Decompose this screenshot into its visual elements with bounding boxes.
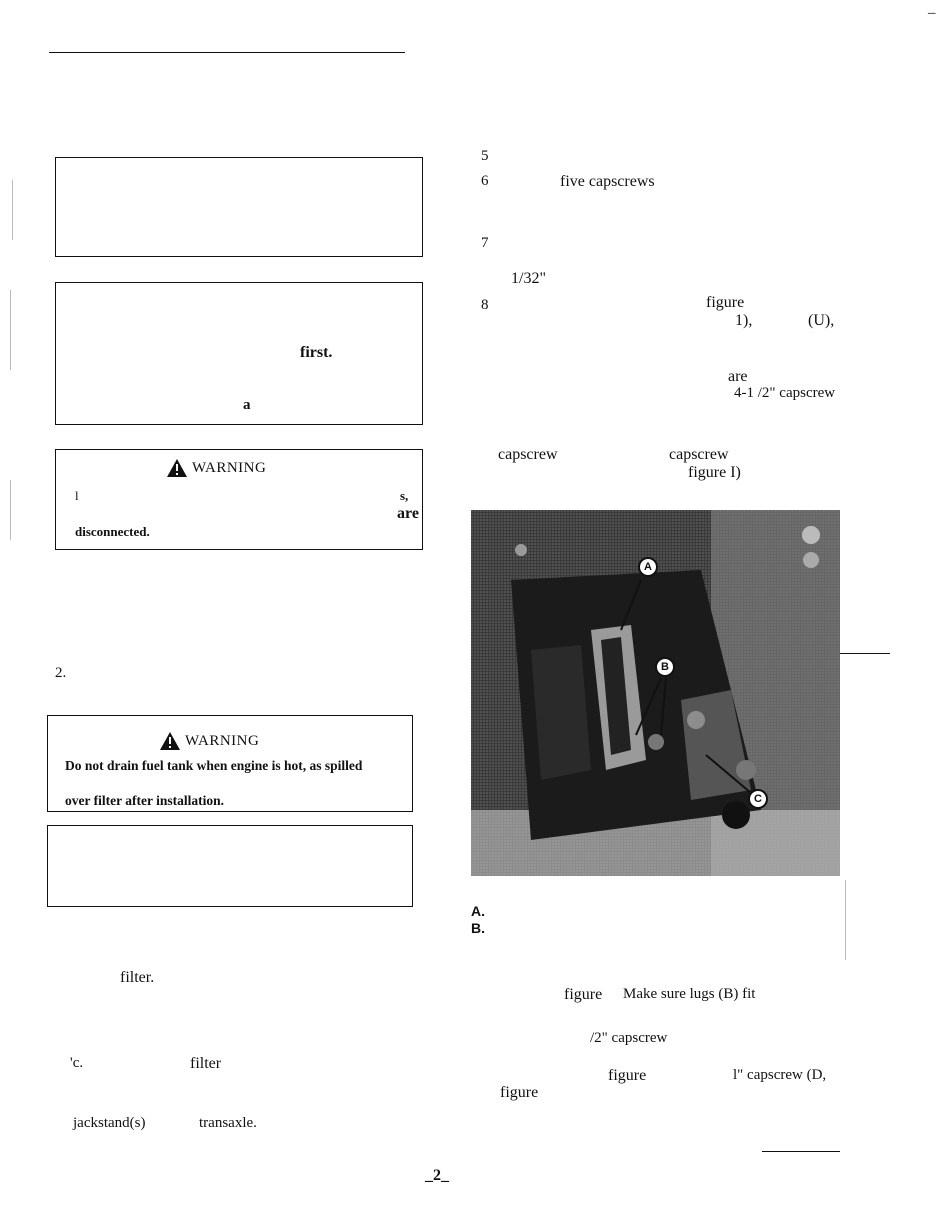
step-8-capscrew: 4-1 /2" capscrew (734, 385, 836, 401)
step-5-number: 5 (481, 148, 489, 164)
warning-2-line1: Do not drain fuel tank when engine is ho… (65, 758, 363, 773)
jackstand-text: jackstand(s) (73, 1115, 146, 1131)
step-7-number: 7 (481, 235, 489, 251)
note-box-2-a: a (243, 397, 251, 413)
figure-text-2: figure (564, 986, 603, 1003)
warning-box-1 (55, 449, 423, 550)
step-2-number: 2. (55, 665, 67, 681)
photo-leader-line (840, 653, 890, 654)
warning-triangle-icon (160, 732, 180, 750)
scan-mark (10, 290, 11, 370)
bottom-rule (762, 1151, 840, 1152)
warning-1-line3: disconnected. (75, 524, 150, 539)
lugs-text: Make sure lugs (B) fit (623, 986, 756, 1002)
warning-triangle-icon (167, 459, 187, 477)
capscrew-text-b: capscrew (669, 446, 729, 463)
warning-1-line1-start: l (75, 488, 79, 503)
note-box-2 (55, 282, 423, 425)
caption-b: B. (471, 920, 485, 936)
figure-text-3: figure (608, 1067, 647, 1084)
warning-1-line2-end: are (397, 505, 419, 522)
step-6-number: 6 (481, 173, 489, 189)
inch-capscrew: l" capscrew (D, (733, 1067, 827, 1083)
capscrew-text-a: capscrew (498, 446, 558, 463)
caption-a: A. (471, 903, 485, 919)
warning-2-label: WARNING (185, 732, 260, 749)
callout-a: A (638, 557, 658, 577)
top-rule (49, 52, 405, 53)
step-6-text: five capscrews (560, 173, 655, 190)
half-inch-capscrew: /2" capscrew (590, 1030, 668, 1046)
warning-1-heading: WARNING (166, 458, 266, 478)
step-8-ref2: (U), (808, 312, 835, 329)
filter-text: filter. (120, 969, 155, 986)
warning-box-2 (47, 715, 413, 812)
warning-2-heading: WARNING (159, 731, 259, 751)
callout-b: B (655, 657, 675, 677)
figure-text-4: figure (500, 1084, 539, 1101)
step-c-label: 'c. (70, 1055, 84, 1071)
step-8-figure: figure (706, 294, 745, 311)
note-box-3 (47, 825, 413, 907)
step-8-number: 8 (481, 297, 489, 313)
engine-photo: A B C (471, 510, 840, 876)
scan-mark (10, 480, 11, 540)
warning-2-line2: over filter after installation. (65, 793, 224, 808)
figure-ref: figure I) (688, 464, 741, 481)
warning-1-line1-end: s, (400, 488, 409, 503)
scan-mark (12, 180, 13, 240)
callout-c: C (748, 789, 768, 809)
corner-mark: – (928, 5, 936, 21)
note-box-2-first: first. (300, 344, 333, 361)
step-8-ref1: 1), (735, 312, 753, 329)
warning-1-label: WARNING (192, 459, 267, 476)
engine-photo-art (471, 510, 840, 876)
step-8-are: are (728, 368, 748, 385)
scan-mark (845, 880, 846, 960)
transaxle-text: transaxle. (199, 1115, 257, 1131)
step-c-filter: filter (190, 1055, 222, 1072)
note-box-1 (55, 157, 423, 257)
step-7-measure: 1/32" (511, 270, 546, 287)
page-number: _2_ (425, 1167, 449, 1184)
